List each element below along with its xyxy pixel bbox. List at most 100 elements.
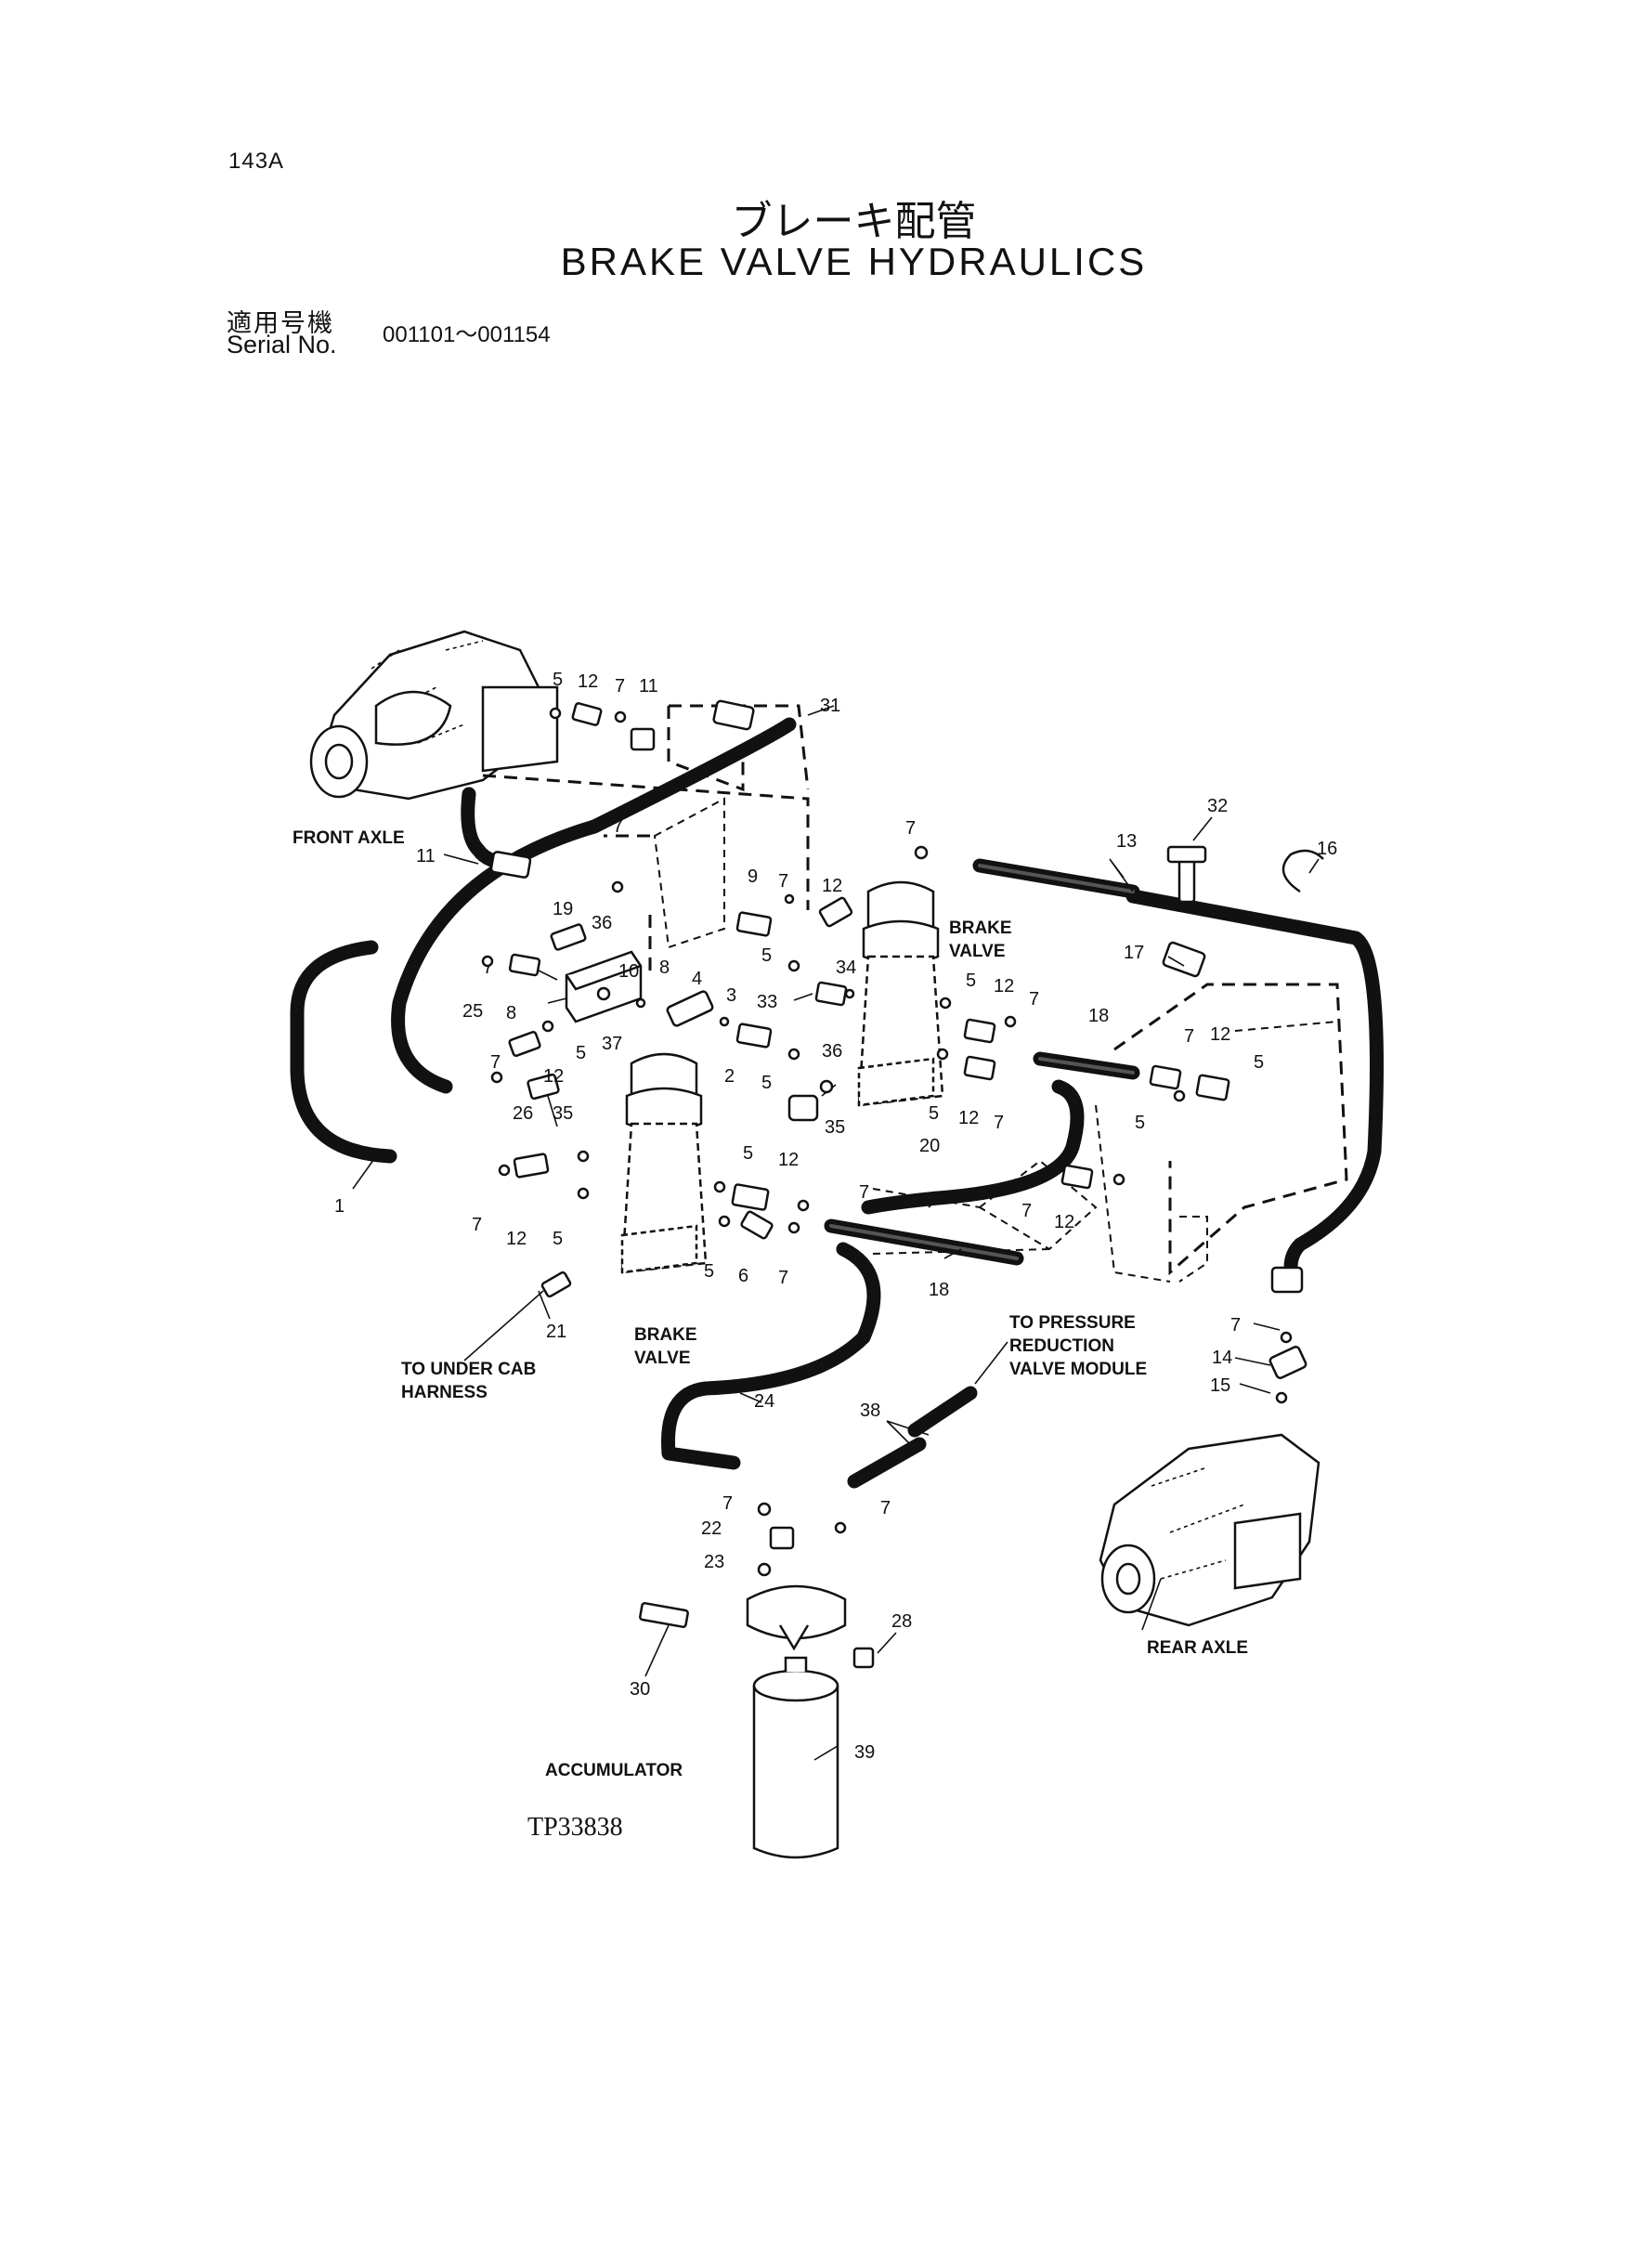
fittings <box>489 699 1307 1669</box>
callout-37: 37 <box>602 1034 622 1054</box>
callout-21: 21 <box>546 1322 566 1342</box>
accumulator-label: ACCUMULATOR <box>545 1761 683 1780</box>
callout-14: 14 <box>1212 1348 1232 1368</box>
callout-5: 5 <box>553 1229 563 1249</box>
hose-clamp <box>1281 849 1324 893</box>
brake-valve-lower-label-1: BRAKE <box>634 1325 697 1345</box>
callout-7: 7 <box>1230 1315 1241 1335</box>
callout-12: 12 <box>994 976 1014 997</box>
callout-39: 39 <box>854 1742 875 1763</box>
callout-34: 34 <box>836 958 856 978</box>
rear-axle-label: REAR AXLE <box>1147 1638 1248 1658</box>
callout-19: 19 <box>553 899 573 919</box>
callout-36: 36 <box>822 1041 842 1062</box>
callout-4: 4 <box>692 969 702 989</box>
callout-22: 22 <box>701 1518 722 1539</box>
callout-11: 11 <box>639 676 658 697</box>
callout-25: 25 <box>462 1001 483 1022</box>
front-axle-label: FRONT AXLE <box>293 828 405 848</box>
o-rings <box>481 707 1293 1577</box>
reference-code: TP33838 <box>527 1813 623 1842</box>
callout-35: 35 <box>825 1117 845 1138</box>
callout-5: 5 <box>743 1143 753 1164</box>
callout-9: 9 <box>748 866 758 887</box>
captions: FRONT AXLE REAR AXLE BRAKE VALVE BRAKE V… <box>293 828 1248 1780</box>
callout-36: 36 <box>592 913 612 933</box>
serial-range: 001101～001154 <box>383 322 551 347</box>
callout-7: 7 <box>994 1113 1004 1133</box>
callout-5: 5 <box>1135 1113 1145 1133</box>
callout-7: 7 <box>490 1052 501 1073</box>
callout-13: 13 <box>1116 831 1137 852</box>
callout-7: 7 <box>778 1268 788 1288</box>
accumulator <box>746 1584 847 1859</box>
under-cab-label-1: TO UNDER CAB <box>401 1360 536 1379</box>
callout-7: 7 <box>905 818 916 839</box>
callout-5: 5 <box>929 1103 939 1124</box>
title-english: BRAKE VALVE HYDRAULICS <box>560 240 1148 283</box>
brake-valve-upper-label-2: VALVE <box>949 942 1006 961</box>
callout-5: 5 <box>576 1043 586 1063</box>
callout-12: 12 <box>506 1229 527 1249</box>
callout-12: 12 <box>1054 1212 1074 1232</box>
callout-7: 7 <box>613 816 623 837</box>
callout-12: 12 <box>543 1066 564 1087</box>
callout-12: 12 <box>958 1108 979 1128</box>
callout-5: 5 <box>761 945 772 966</box>
pressure-reduction-label-3: VALVE MODULE <box>1009 1360 1147 1379</box>
callout-17: 17 <box>1124 943 1144 963</box>
callout-15: 15 <box>1210 1375 1230 1396</box>
callout-7: 7 <box>778 871 788 892</box>
leader-lines <box>352 705 1320 1761</box>
callout-7: 7 <box>1029 989 1039 1010</box>
callout-5: 5 <box>761 1073 772 1093</box>
callout-23: 23 <box>704 1552 724 1572</box>
callout-8: 8 <box>659 958 670 978</box>
callout-11: 11 <box>416 846 436 866</box>
callout-26: 26 <box>513 1103 533 1124</box>
callout-5: 5 <box>704 1261 714 1282</box>
callout-12: 12 <box>822 876 842 896</box>
hoses <box>290 717 1384 1489</box>
callout-5: 5 <box>553 670 563 690</box>
callout-7: 7 <box>1184 1026 1194 1047</box>
manifold-block <box>565 950 643 1023</box>
callout-8: 8 <box>506 1003 516 1023</box>
callout-33: 33 <box>757 992 777 1012</box>
under-cab-label-2: HARNESS <box>401 1383 488 1402</box>
brake-valve-lower <box>620 1052 708 1274</box>
callout-7: 7 <box>722 1493 733 1514</box>
brake-valve-upper <box>857 880 944 1107</box>
callout-31: 31 <box>820 696 840 716</box>
callout-7: 7 <box>880 1498 891 1518</box>
callout-7: 7 <box>1021 1201 1032 1221</box>
callout-numbers: 5 12 7 11 31 11 7 7 13 32 16 17 9 7 12 1… <box>334 670 1337 1763</box>
pressure-reduction-label-1: TO PRESSURE <box>1009 1313 1136 1333</box>
callout-5: 5 <box>966 971 976 991</box>
callout-12: 12 <box>778 1150 799 1170</box>
callout-28: 28 <box>891 1611 912 1632</box>
callout-7: 7 <box>483 958 493 978</box>
callout-7: 7 <box>859 1182 869 1203</box>
serial-label-japanese: 適用号機 <box>227 309 334 338</box>
callout-6: 6 <box>738 1266 748 1286</box>
callout-7: 7 <box>615 676 625 697</box>
callout-3: 3 <box>726 985 736 1006</box>
brake-valve-upper-label-1: BRAKE <box>949 919 1012 938</box>
callout-7: 7 <box>472 1215 482 1235</box>
brake-valve-lower-label-2: VALVE <box>634 1348 691 1368</box>
pressure-reduction-label-2: REDUCTION <box>1009 1336 1114 1356</box>
callout-24: 24 <box>754 1391 774 1412</box>
front-axle-housing <box>309 630 559 801</box>
callout-2: 2 <box>724 1066 735 1087</box>
callout-16: 16 <box>1317 839 1337 859</box>
callout-1: 1 <box>334 1196 345 1217</box>
callout-30: 30 <box>630 1679 650 1700</box>
serial-label-english: Serial No. <box>227 331 337 358</box>
callout-12: 12 <box>578 671 598 692</box>
rear-axle-housing <box>1099 1433 1320 1627</box>
callout-32: 32 <box>1207 796 1228 816</box>
callout-20: 20 <box>919 1136 940 1156</box>
callout-38: 38 <box>860 1401 880 1421</box>
